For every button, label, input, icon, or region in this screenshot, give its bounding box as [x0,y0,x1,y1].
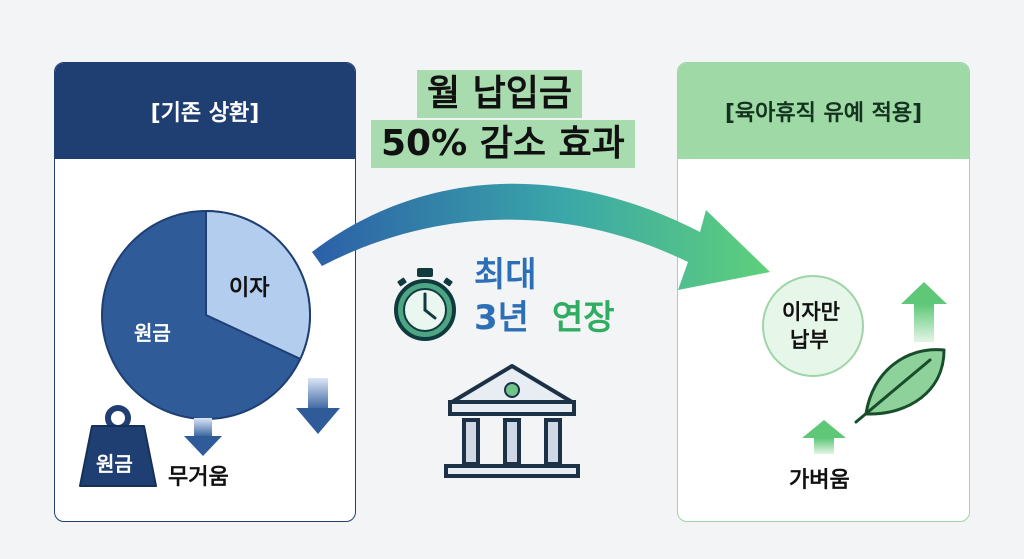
arrow-up-icon [901,282,947,342]
light-label: 가벼움 [789,468,850,493]
arrow-up-icon [802,420,846,454]
pie-interest-slice [205,209,311,361]
weight-icon [79,405,157,487]
arrow-down-icon [296,378,340,434]
pie-interest-label: 이자 [229,276,270,301]
burden-label: 무거움 [168,465,229,490]
repayment-pie-chart [101,209,311,420]
arrow-down-icon [184,418,222,456]
extension-word-label: 연장 [552,298,615,338]
curved-arrow-icon [312,183,770,290]
existing-repayment-title: [기존 상환] [55,63,355,159]
bank-icon [444,364,580,478]
stopwatch-icon [394,268,456,341]
extension-max-label: 최대 [474,255,537,295]
interest-only-circle [762,275,864,377]
deferment-title: [육아휴직 유예 적용] [678,63,969,159]
headline-line-2: 50% 감소 효과 [371,120,635,168]
headline-line-1: 월 납입금 [417,70,583,118]
extension-years-label: 3년 [474,298,529,338]
weight-label: 원금 [96,452,133,476]
pie-principal-label: 원금 [134,321,171,345]
feather-icon [854,348,946,424]
interest-only-line-2: 납부 [790,328,829,352]
interest-only-line-1: 이자만 [782,300,840,324]
